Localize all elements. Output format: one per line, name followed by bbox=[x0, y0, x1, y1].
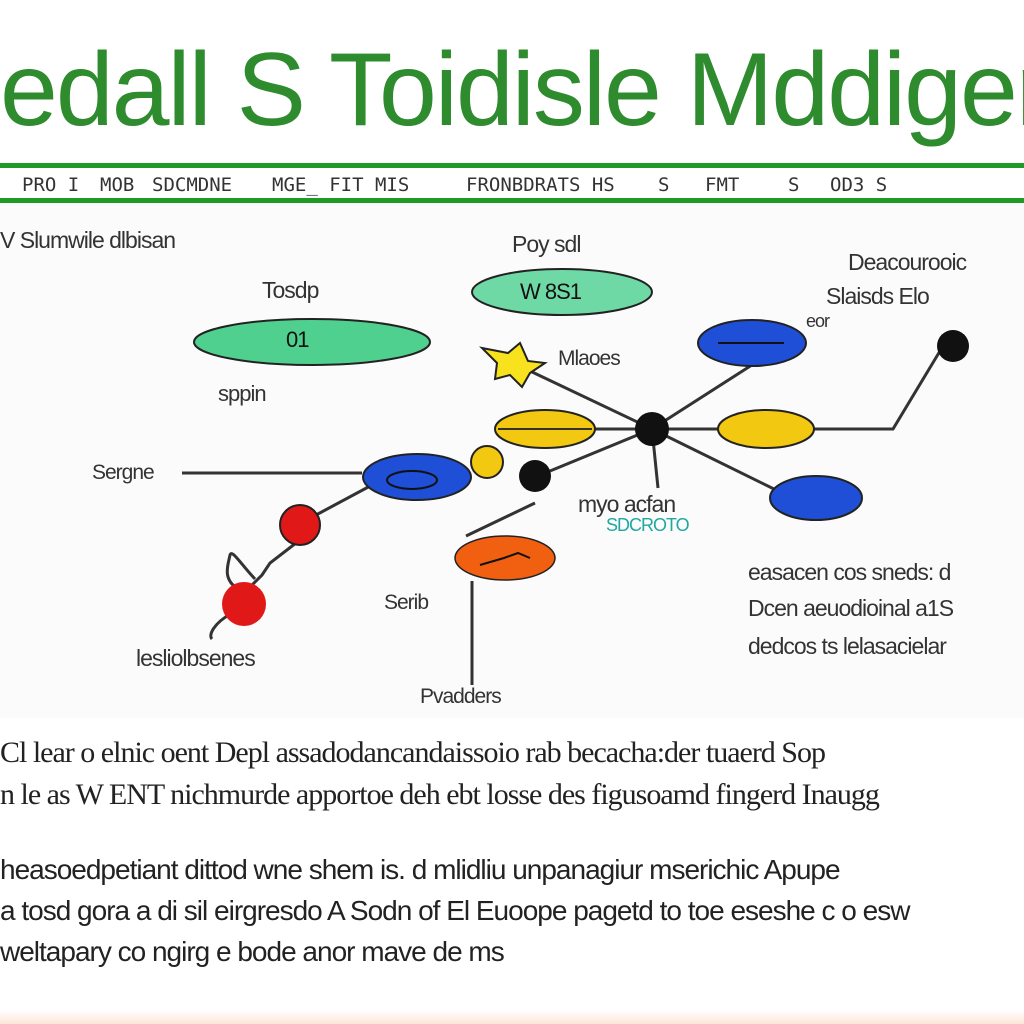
node-hub bbox=[635, 412, 669, 446]
label-center: myo acfan bbox=[578, 491, 676, 517]
nav-item-2[interactable]: MOB bbox=[100, 174, 135, 196]
label-mlaoes: Mlaoes bbox=[558, 347, 621, 370]
node-green-left bbox=[193, 318, 431, 366]
label-node-green-top-value: W 8S1 bbox=[520, 279, 582, 304]
edge-red-scribble bbox=[225, 552, 257, 591]
label-node-green-left: 01 bbox=[286, 327, 310, 352]
node-red-top bbox=[279, 504, 321, 546]
nav-item-1[interactable]: PRO I bbox=[22, 174, 80, 196]
footer-strip bbox=[0, 1010, 1024, 1024]
nav-item-7[interactable]: FMT bbox=[705, 174, 740, 196]
edge-red-red bbox=[248, 541, 297, 589]
body-line-4: a tosd gora a di sil eirgresdo A Sodn of… bbox=[0, 895, 910, 926]
diagram-canvas bbox=[182, 268, 969, 685]
nav-item-4[interactable]: MGE_ FIT MIS bbox=[272, 174, 410, 196]
label-bottom-left: lesliolbsenes bbox=[136, 645, 256, 671]
label-sergne: Sergne bbox=[92, 461, 155, 484]
edge-hub-blueright bbox=[651, 427, 779, 493]
node-black-corner bbox=[937, 330, 969, 362]
body-line-1: Cl lear o elnic oent Depl assadodancanda… bbox=[0, 736, 826, 769]
edge-yellowright-dot bbox=[812, 350, 942, 431]
label-node-green-top: Poy sdl bbox=[512, 231, 581, 257]
label-center-sub: SDCROTO bbox=[606, 515, 690, 535]
label-top-left: V Slumwile dlbisan bbox=[0, 227, 176, 253]
node-yellow-small bbox=[470, 445, 504, 479]
body-line-3: heasoedpetiant dittod wne shem is. d mli… bbox=[0, 854, 841, 885]
right-text-3: dedcos ts lelasacielar bbox=[748, 633, 947, 659]
label-serib: Serib bbox=[384, 591, 429, 614]
edge-hub-star bbox=[529, 369, 653, 431]
label-bottom: Pvadders bbox=[420, 685, 502, 708]
body-line-2: n le as W ENT nichmurde apportoe deh ebt… bbox=[0, 778, 880, 811]
node-blue-right bbox=[769, 475, 863, 521]
nav-item-5[interactable]: FRONBDRATS HS bbox=[466, 174, 615, 196]
right-text-1: easacen cos sneds: d bbox=[748, 559, 951, 585]
node-green-top bbox=[471, 268, 653, 316]
node-yellow-star bbox=[478, 341, 548, 389]
diagram-panel: V Slumwile dlbisan Tosdp 01 sppin Poy sd… bbox=[0, 203, 1024, 718]
label-right-top-sub: Slaisds Elo bbox=[826, 283, 930, 309]
node-red-bottom bbox=[222, 582, 266, 626]
edge-hub-small bbox=[549, 427, 653, 473]
node-black-center bbox=[519, 460, 551, 492]
body-line-5: weltapary co ngirg e bode anor mave de m… bbox=[0, 936, 505, 967]
edge-hub-bluetop bbox=[651, 361, 756, 431]
node-blue-left bbox=[362, 453, 472, 501]
label-node-green-left-sub: sppin bbox=[218, 381, 267, 406]
page-title: edall S Toidisle Mddiger bbox=[0, 32, 1024, 148]
edge-blue-red bbox=[315, 483, 373, 517]
label-right-top-sub2: eor bbox=[806, 311, 830, 331]
nav-item-8[interactable]: S bbox=[788, 174, 800, 196]
right-text-2: Dcen aeuodioinal a1S bbox=[748, 595, 954, 621]
node-yellow-right bbox=[717, 409, 815, 449]
nav-item-9[interactable]: OD3 S bbox=[830, 174, 888, 196]
edge-small-center bbox=[465, 501, 536, 538]
nav-bar: PRO I MOB SDCMDNE MGE_ FIT MIS FRONBDRAT… bbox=[0, 163, 1024, 203]
label-right-top: Deacourooic bbox=[848, 249, 967, 275]
label-toolbar-node: Tosdp bbox=[262, 277, 319, 303]
nav-item-3[interactable]: SDCMDNE bbox=[152, 174, 233, 196]
nav-item-6[interactable]: S bbox=[658, 174, 670, 196]
